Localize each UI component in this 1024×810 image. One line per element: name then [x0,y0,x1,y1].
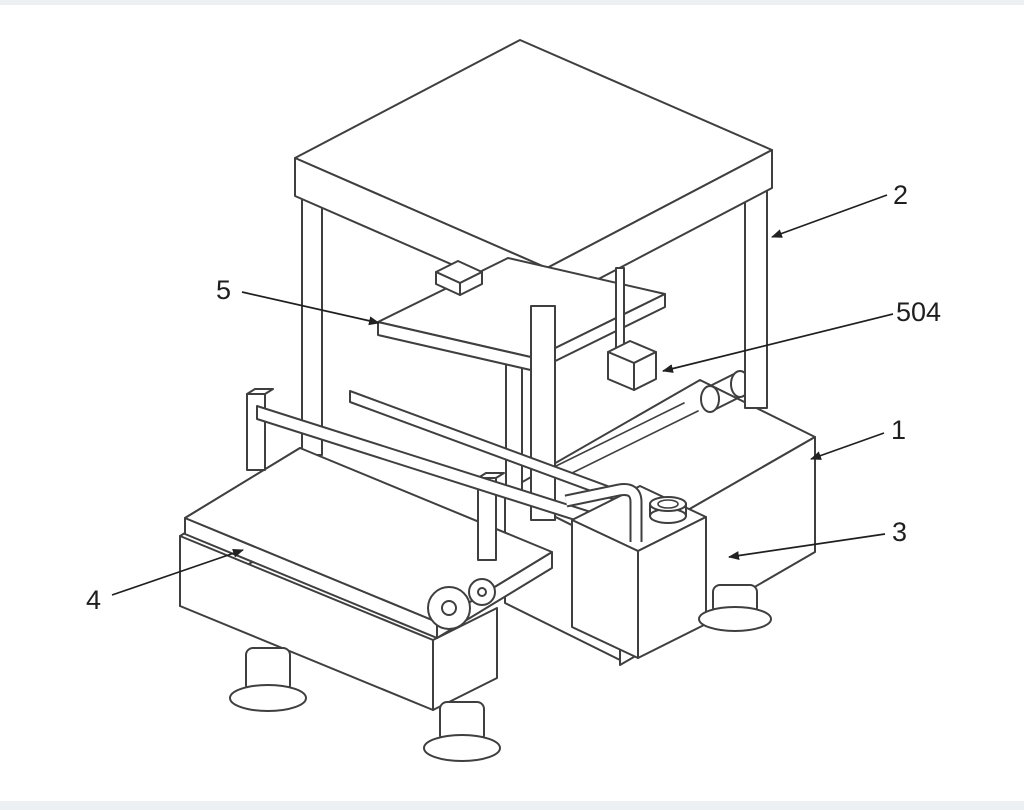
conveyor-roller [427,578,496,630]
block-right-face [633,351,657,391]
ref-label-3: 3 [892,517,907,547]
rail-post-left [246,393,266,471]
ref-label-5: 5 [216,275,231,305]
foot-disc [698,606,772,632]
page-top-strip [0,0,1024,5]
sensor-block-504 [607,267,657,391]
hanging-rod [615,267,625,353]
ref-label-1: 1 [891,415,906,445]
table-leg-front [530,305,556,521]
machine-feet [229,584,772,762]
leader-line-5 [241,291,380,326]
pump-cylinder-top [649,496,687,512]
plate-bracket-right [459,271,483,296]
press-plate [377,257,666,372]
leader-line-504 [662,313,894,373]
page-bottom-strip [0,801,1024,810]
leader-line-3 [728,533,886,560]
pipe-fill [565,485,641,542]
belt-top-face [184,447,553,623]
foot-disc [423,734,501,762]
pump-box [564,483,707,659]
leader-line-1 [810,432,885,460]
leader-line-2 [771,194,888,238]
hydraulic-pipe [564,483,643,542]
ref-label-504: 504 [896,297,941,327]
conveyor-frame-right-face [432,607,498,711]
table-top-face [294,39,773,269]
conveyor [179,447,553,711]
plate-bracket [435,260,483,296]
base-belt-slot-line [551,402,685,469]
pump-cylinder-ring [657,499,679,509]
table-leg-left [301,195,323,456]
roller-hub [441,600,457,616]
foot-disc [229,684,307,712]
leader-line-4 [111,548,244,596]
roller-stub-hub [477,587,487,597]
ref-label-2: 2 [893,180,908,210]
base-belt-slot-line [565,410,699,477]
table-leg-right [744,185,768,409]
reference-annotations: 2 504 1 3 5 4 [86,180,941,615]
base-roller-cap [700,385,720,413]
pump-cylinder-cap [649,496,687,524]
ref-label-4: 4 [86,585,101,615]
